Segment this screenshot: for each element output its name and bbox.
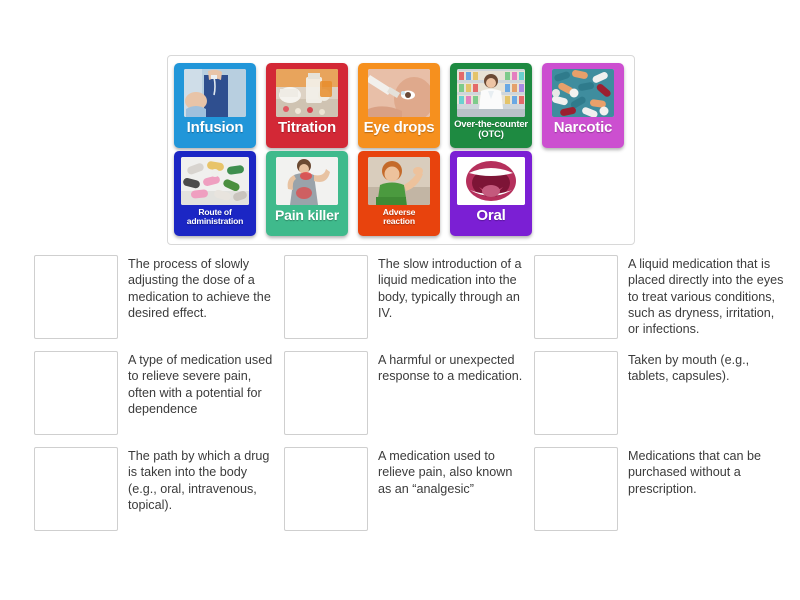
- tile-oral[interactable]: Oral: [450, 151, 532, 236]
- tile-row-1: Infusion: [174, 63, 634, 148]
- definitions-grid: The process of slowly adjusting the dose…: [0, 255, 800, 543]
- definition-text-6: Taken by mouth (e.g., tablets, capsules)…: [628, 353, 750, 384]
- definition-text-3: A liquid medication that is placed direc…: [628, 257, 784, 337]
- dropzone-2[interactable]: [284, 255, 368, 339]
- nurse-patient-infusion-photo: [184, 69, 246, 117]
- tile-label: Titration: [278, 119, 336, 136]
- tile-label: Eye drops: [363, 119, 435, 136]
- definition-item-7: The path by which a drug is taken into t…: [34, 447, 284, 543]
- tile-adverse-reaction[interactable]: Adverse reaction: [358, 151, 440, 236]
- tile-label: Adverse reaction: [382, 207, 416, 226]
- medicine-bottles-pills-photo: [276, 69, 338, 117]
- dropzone-7[interactable]: [34, 447, 118, 531]
- tile-pain-killer[interactable]: Pain killer: [266, 151, 348, 236]
- tile-narcotic[interactable]: Narcotic: [542, 63, 624, 148]
- capsules-pile-photo: [552, 69, 614, 117]
- assorted-pills-photo: [181, 157, 249, 205]
- dropzone-4[interactable]: [34, 351, 118, 435]
- tile-eye-drops[interactable]: Eye drops: [358, 63, 440, 148]
- dropzone-5[interactable]: [284, 351, 368, 435]
- open-mouth-illustration: [457, 157, 525, 205]
- definition-item-3: A liquid medication that is placed direc…: [534, 255, 799, 351]
- definition-item-8: A medication used to relieve pain, also …: [284, 447, 534, 543]
- dropzone-3[interactable]: [534, 255, 618, 339]
- definition-item-9: Medications that can be purchased withou…: [534, 447, 799, 543]
- tile-row-2: Route of administration: [174, 151, 634, 236]
- definition-text-4: A type of medication used to relieve sev…: [128, 353, 273, 417]
- pharmacist-shelves-photo: [457, 69, 525, 117]
- tile-over-the-counter[interactable]: Over-the-counter (OTC): [450, 63, 532, 148]
- definition-text-8: A medication used to relieve pain, also …: [378, 449, 513, 496]
- tile-label: Pain killer: [275, 207, 339, 223]
- dropzone-8[interactable]: [284, 447, 368, 531]
- tile-label: Infusion: [186, 119, 244, 136]
- definition-text-5: A harmful or unexpected response to a me…: [378, 353, 523, 384]
- definition-text-2: The slow introduction of a liquid medica…: [378, 257, 522, 321]
- boy-scratching-arm-photo: [368, 157, 430, 205]
- definition-text-7: The path by which a drug is taken into t…: [128, 449, 270, 513]
- definition-item-1: The process of slowly adjusting the dose…: [34, 255, 284, 351]
- tile-titration[interactable]: Titration: [266, 63, 348, 148]
- definition-text-1: The process of slowly adjusting the dose…: [128, 257, 271, 321]
- tile-infusion[interactable]: Infusion: [174, 63, 256, 148]
- definition-item-2: The slow introduction of a liquid medica…: [284, 255, 534, 351]
- tile-label: Oral: [476, 207, 506, 224]
- definition-item-6: Taken by mouth (e.g., tablets, capsules)…: [534, 351, 799, 447]
- dropzone-9[interactable]: [534, 447, 618, 531]
- tile-label: Over-the-counter (OTC): [454, 119, 528, 140]
- definition-text-9: Medications that can be purchased withou…: [628, 449, 762, 496]
- dropzone-1[interactable]: [34, 255, 118, 339]
- eye-dropper-photo: [368, 69, 430, 117]
- tile-label: Narcotic: [553, 119, 613, 136]
- tile-label: Route of administration: [186, 207, 244, 226]
- definition-item-4: A type of medication used to relieve sev…: [34, 351, 284, 447]
- definition-item-5: A harmful or unexpected response to a me…: [284, 351, 534, 447]
- back-pain-man-photo: [276, 157, 338, 205]
- dropzone-6[interactable]: [534, 351, 618, 435]
- tile-route-of-administration[interactable]: Route of administration: [174, 151, 256, 236]
- answer-tile-tray: Infusion: [167, 55, 635, 245]
